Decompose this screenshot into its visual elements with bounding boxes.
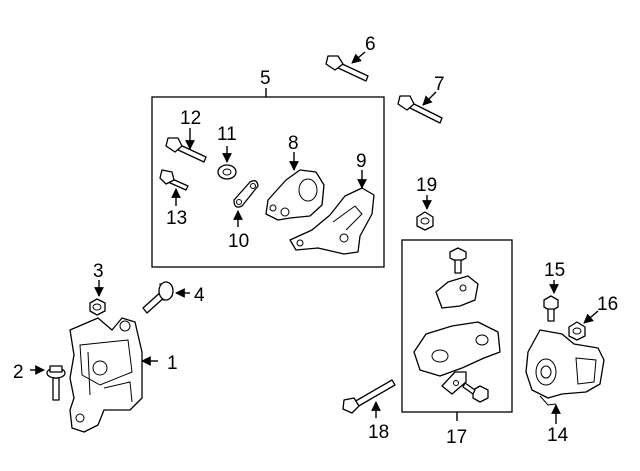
callout-3: 3 [93, 261, 104, 282]
callout-1: 1 [167, 353, 178, 374]
callout-14: 14 [547, 425, 569, 446]
callout-7: 7 [434, 74, 445, 95]
bolt-4 [142, 281, 174, 314]
callout-16: 16 [597, 294, 618, 315]
callout-8: 8 [288, 133, 299, 154]
bolt-6 [325, 55, 369, 82]
callout-10: 10 [228, 231, 249, 252]
bolt-2 [46, 365, 66, 401]
callout-4: 4 [194, 285, 205, 306]
callout-17: 17 [446, 427, 467, 448]
bolt-17-bottom [462, 382, 489, 403]
upper-mount-8 [265, 169, 325, 221]
group-frame-5 [151, 96, 385, 268]
callout-6: 6 [365, 34, 376, 55]
bracket-17-main [413, 321, 501, 377]
leader-7 [422, 91, 437, 106]
bolt-12 [165, 137, 207, 163]
callout-18: 18 [368, 422, 389, 443]
callout-15: 15 [544, 260, 565, 281]
leader-16 [583, 310, 599, 324]
bushing-11 [217, 164, 237, 180]
callout-19: 19 [416, 175, 437, 196]
leader-6 [351, 51, 366, 64]
nut-3 [89, 298, 106, 316]
link-plate-10 [233, 180, 259, 208]
callout-12: 12 [180, 108, 201, 129]
bolt-17-top [449, 247, 467, 274]
callout-5: 5 [260, 68, 271, 89]
bracket-17-upper [435, 275, 479, 309]
callout-9: 9 [356, 151, 367, 172]
bolt-15 [543, 295, 559, 322]
bolt-7 [397, 95, 443, 124]
bracket-17-lower [441, 371, 467, 395]
bolt-18 [342, 379, 396, 414]
bolt-13 [159, 169, 189, 191]
mount-14 [525, 329, 605, 406]
nut-16 [568, 321, 586, 341]
callout-2: 2 [13, 362, 24, 383]
nut-19 [416, 211, 434, 231]
engine-mount-bracket [69, 317, 143, 433]
callout-13: 13 [166, 208, 187, 229]
callout-11: 11 [217, 124, 237, 145]
bracket-9 [289, 187, 375, 255]
